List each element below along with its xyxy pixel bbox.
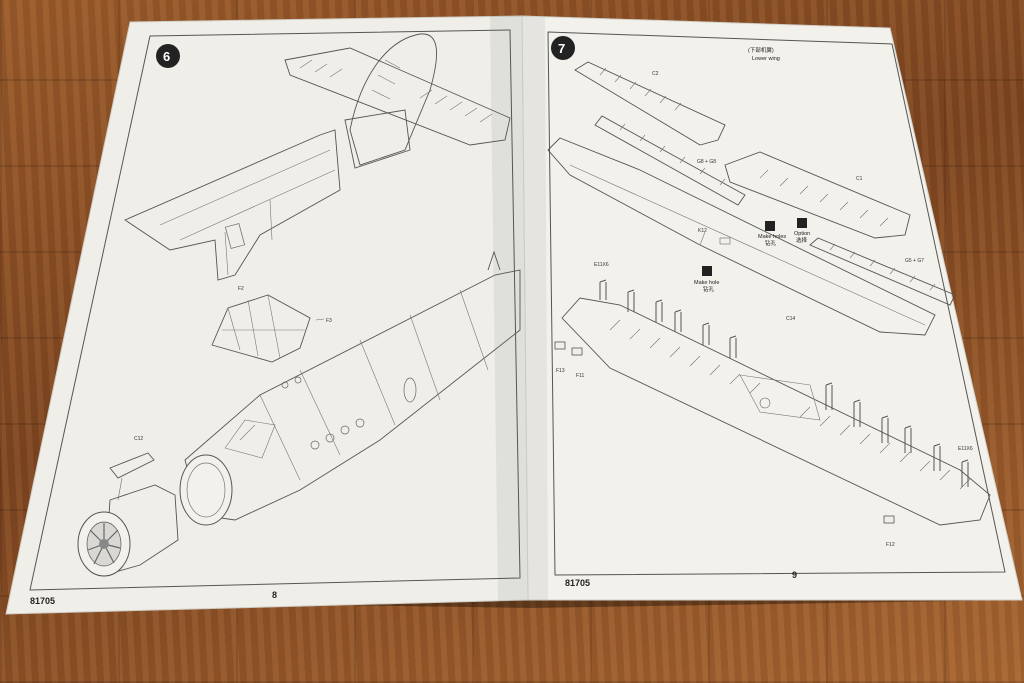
right-page-number: 9 [792, 570, 797, 580]
part-label-F11: F11 [576, 373, 584, 379]
left-page: 6 F2 F3 [5, 15, 529, 615]
rear-fuselage-drawing [124, 129, 341, 281]
option-note: Option 选择 [794, 218, 810, 244]
lower-wing-drawing: E11X6 E11X6 F13 F11 F12 [554, 262, 991, 548]
make-hole-label: Make hole [694, 280, 719, 286]
option-label: Option [794, 231, 810, 237]
part-label-F2: F2 [238, 286, 244, 292]
engine-cowling-drawing: C12 [77, 436, 179, 577]
make-holes-cn: 钻孔 [765, 239, 777, 247]
right-page-gutter-shade [522, 16, 548, 600]
upper-strip-drawing: G8 + G8 [594, 115, 746, 206]
part-label-G5-G7: G5 + G7 [905, 258, 924, 264]
canopy-drawing: F2 F3 [211, 286, 332, 363]
right-page-frame [547, 31, 1006, 576]
part-label-K12: K12 [698, 228, 707, 234]
left-page-gutter-shade [490, 16, 528, 602]
part-label-G8-G8: G8 + G8 [697, 159, 716, 165]
tail-assembly-drawing [284, 33, 511, 169]
part-label-C2: C2 [652, 71, 659, 77]
make-holes-label: Make holes [758, 234, 786, 240]
left-step-number: 6 [163, 49, 170, 64]
right-step-badge [551, 36, 575, 60]
drill-icon [765, 221, 775, 231]
front-fuselage-drawing [179, 250, 521, 526]
front-fuselage-ring [179, 454, 233, 526]
part-label-C14: C14 [786, 316, 795, 322]
left-step-badge [156, 44, 180, 68]
aileron-drawing: C2 [574, 61, 726, 146]
make-hole-note: Make hole 钻孔 [694, 266, 719, 293]
part-label-F13: F13 [556, 368, 565, 374]
part-label-C12: C12 [134, 436, 143, 442]
part-label-F3: F3 [326, 318, 332, 324]
right-page-paper [521, 15, 1023, 601]
left-product-code: 81705 [30, 596, 55, 606]
option-icon [797, 218, 807, 228]
right-step-number: 7 [558, 41, 565, 56]
right-header-en: Lower wing [752, 56, 780, 62]
part-label-E11X6-right: E11X6 [958, 446, 973, 452]
left-page-frame [29, 29, 521, 591]
right-page: 7 (下部机翼) Lower wing C2 G8 + G8 [521, 15, 1023, 601]
part-label-E11X6-left: E11X6 [594, 262, 609, 268]
part-label-F12: F12 [886, 542, 895, 548]
drill-icon [702, 266, 712, 276]
make-hole-cn: 钻孔 [703, 285, 715, 293]
option-cn: 选择 [796, 236, 808, 244]
left-page-number: 8 [272, 590, 277, 600]
option-strip-drawing: G5 + G7 [809, 237, 956, 306]
part-label-C1: C1 [856, 176, 863, 182]
right-product-code: 81705 [565, 578, 590, 588]
flap-drawing: C1 [724, 151, 911, 239]
wing-panel-drawing: K12 C14 [547, 137, 936, 336]
right-header-cn: (下部机翼) [748, 46, 774, 54]
make-holes-note: Make holes 钻孔 [758, 221, 786, 247]
